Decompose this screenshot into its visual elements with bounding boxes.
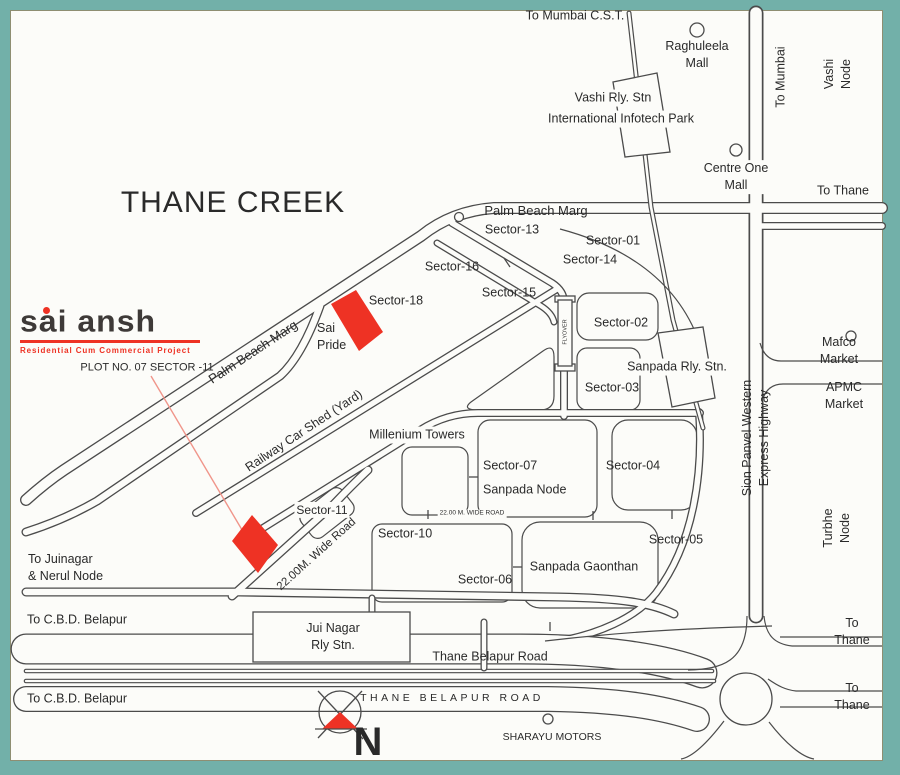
location-markers <box>453 22 857 725</box>
block-sanpada-gaonthan <box>521 521 659 609</box>
logo-i-dot-icon <box>43 307 50 314</box>
road-fills <box>26 13 882 719</box>
sai-pride-plot <box>331 290 383 351</box>
block-sector-08 <box>466 347 555 411</box>
apmc-road-line <box>761 383 882 402</box>
flare-bottom-right <box>768 721 815 760</box>
sai-ansh-plot <box>232 515 278 573</box>
flare-bottom-left <box>680 720 725 760</box>
to-thane-road-2a <box>767 678 882 692</box>
palm-beach-marker-icon <box>453 211 465 223</box>
block-sector-10-06 <box>371 523 513 603</box>
flyover-structure <box>554 295 576 372</box>
sharayu-marker-icon <box>542 713 554 725</box>
logo-tagline: Residential Cum Commercial Project <box>20 346 191 355</box>
raghuleela-marker-icon <box>689 22 705 38</box>
flare-top-left <box>687 615 748 671</box>
compass-needle <box>322 712 358 729</box>
sector-01-boundary-line <box>559 228 698 337</box>
logo-underline <box>20 340 200 343</box>
logo-brand-text: sai ansh <box>20 304 157 339</box>
flare-top-right <box>763 615 793 647</box>
plot-leader-line <box>150 375 249 541</box>
project-logo: sai ansh Residential Cum Commercial Proj… <box>20 306 200 355</box>
block-sector-02 <box>576 292 659 341</box>
jui-nagar-station-building <box>252 611 411 663</box>
road-ticks <box>427 257 673 631</box>
mafco-marker-icon <box>845 330 857 342</box>
sanpada-station-building <box>657 326 716 408</box>
north-compass-icon <box>315 690 367 740</box>
vashi-station-building <box>612 72 671 158</box>
roundabout <box>719 672 773 726</box>
centre-one-marker-icon <box>729 143 743 157</box>
block-sector-04 <box>611 419 698 511</box>
boundary-lines <box>544 228 882 760</box>
block-millenium-towers <box>401 446 469 516</box>
block-sector-07-sanpada-node <box>477 419 598 518</box>
mafco-road-line <box>759 342 882 362</box>
creek-line <box>544 625 773 642</box>
block-sector-03 <box>576 347 641 411</box>
